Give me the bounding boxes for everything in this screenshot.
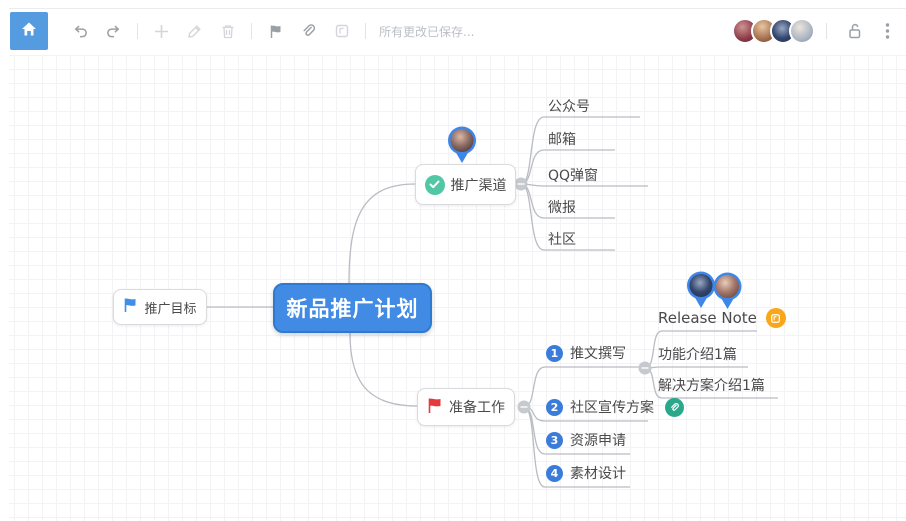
node-goal[interactable]: 推广目标 xyxy=(113,289,207,325)
undo-icon[interactable] xyxy=(72,23,89,40)
node-prep-label: 准备工作 xyxy=(449,400,505,416)
delete-icon[interactable] xyxy=(219,23,236,40)
flag-blue-icon xyxy=(123,297,138,317)
node-prep-item-label: 素材设计 xyxy=(570,466,626,482)
toolbar-separator xyxy=(365,23,366,39)
node-release-item[interactable]: 解决方案介绍1篇 xyxy=(658,378,765,394)
node-channel-item[interactable]: 社区 xyxy=(548,232,576,248)
node-channels-label: 推广渠道 xyxy=(450,177,507,194)
node-channel-item[interactable]: 公众号 xyxy=(548,99,590,115)
node-channel-item[interactable]: 微报 xyxy=(548,200,576,216)
node-prep-item-label: 资源申请 xyxy=(570,433,626,449)
node-channel-item[interactable]: 邮箱 xyxy=(548,132,576,148)
node-goal-label: 推广目标 xyxy=(144,301,197,317)
save-status: 所有更改已保存... xyxy=(379,24,475,39)
collapse-toggle-prep[interactable] xyxy=(517,400,531,414)
assignee-pin-channels[interactable] xyxy=(446,126,478,168)
toolbar: 所有更改已保存... xyxy=(10,12,896,50)
priority-badge: 4 xyxy=(546,464,563,482)
node-prep-item-1[interactable]: 1 推文撰写 xyxy=(546,343,626,363)
node-release-item[interactable]: 功能介绍1篇 xyxy=(658,347,737,363)
assignee-pin-release-2[interactable] xyxy=(711,272,744,314)
top-divider xyxy=(8,8,906,9)
collapse-toggle-release[interactable] xyxy=(638,361,652,375)
check-icon xyxy=(424,174,445,195)
node-prep-item-4[interactable]: 4 素材设计 xyxy=(546,463,626,483)
lock-open-icon[interactable] xyxy=(846,23,863,40)
flag-mark-icon[interactable] xyxy=(267,23,284,40)
attach-link-icon[interactable] xyxy=(300,23,317,40)
flag-red-icon xyxy=(427,397,443,418)
more-menu-icon[interactable] xyxy=(879,23,896,40)
redo-icon[interactable] xyxy=(105,23,122,40)
node-prep-item-3[interactable]: 3 资源申请 xyxy=(546,430,626,450)
node-prep[interactable]: 准备工作 xyxy=(417,388,515,426)
priority-badge: 1 xyxy=(546,344,563,362)
node-root[interactable]: 新品推广计划 xyxy=(273,283,432,333)
node-prep-item-label: 社区宣传方案 xyxy=(570,400,654,416)
node-release-note-label: Release Note xyxy=(658,309,757,327)
home-icon xyxy=(20,20,38,42)
priority-badge: 3 xyxy=(546,431,563,449)
collaborator-avatars xyxy=(732,18,815,44)
home-button[interactable] xyxy=(10,12,48,50)
node-root-label: 新品推广计划 xyxy=(286,297,419,321)
edit-icon[interactable] xyxy=(186,23,203,40)
toolbar-separator xyxy=(251,23,252,39)
add-node-icon[interactable] xyxy=(153,23,170,40)
attachment-link-icon[interactable] xyxy=(665,397,684,417)
note-icon[interactable] xyxy=(333,23,350,40)
priority-badge: 2 xyxy=(546,398,563,416)
node-prep-item-2[interactable]: 2 社区宣传方案 xyxy=(546,397,684,417)
toolbar-separator xyxy=(826,23,827,39)
node-channels[interactable]: 推广渠道 xyxy=(415,164,516,205)
node-release-note[interactable]: Release Note xyxy=(658,308,786,328)
node-prep-item-label: 推文撰写 xyxy=(570,346,626,362)
node-channel-item[interactable]: QQ弹窗 xyxy=(548,168,599,184)
collapse-toggle-channels[interactable] xyxy=(514,177,528,191)
collaborator-avatar[interactable] xyxy=(789,18,815,44)
canvas-left-margin xyxy=(0,0,9,521)
toolbar-separator xyxy=(137,23,138,39)
note-attachment-icon[interactable] xyxy=(765,308,786,328)
assignee-pin-release-1[interactable] xyxy=(685,271,717,313)
